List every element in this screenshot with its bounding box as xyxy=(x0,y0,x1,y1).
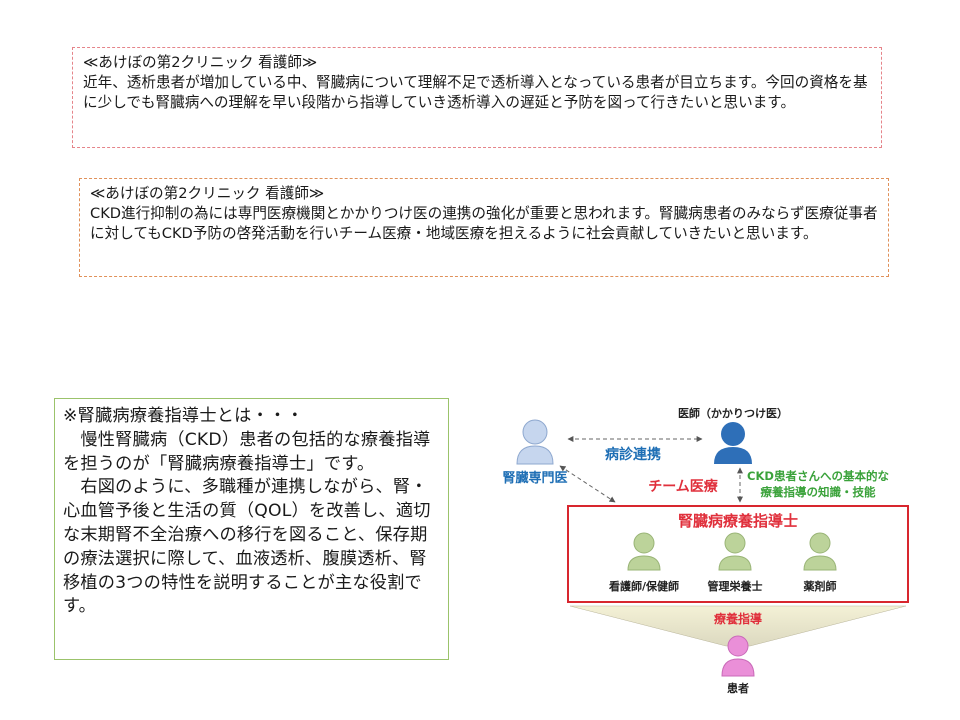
comment-heading: ≪あけぼの第2クリニック 看護師≫ xyxy=(90,185,325,202)
collab-label: 病診連携 xyxy=(605,446,661,463)
member-nurse-label: 看護師/保健師 xyxy=(609,579,679,593)
definition-box: ※腎臓病療養指導士とは・・・ 慢性腎臓病（CKD）患者の包括的な療養指導を担うの… xyxy=(54,398,449,660)
dietitian-person-icon xyxy=(718,532,752,571)
definition-paragraph-1: 慢性腎臓病（CKD）患者の包括的な療養指導を担うのが「腎臓病療養指導士」です。 xyxy=(63,429,431,474)
definition-title: ※腎臓病療養指導士とは・・・ xyxy=(63,406,304,426)
nurse-comment-box-1: ≪あけぼの第2クリニック 看護師≫ 近年、透析患者が増加している中、腎臓病につい… xyxy=(72,47,882,148)
definition-paragraph-2: 右図のように、多職種が連携しながら、腎・心血管予後と生活の質（QOL）を改善し、… xyxy=(63,477,431,617)
specialist-box-arrow xyxy=(559,465,616,503)
support-label-line2: 療養指導の知識・技能 xyxy=(761,485,876,499)
guidance-label: 療養指導 xyxy=(714,611,762,626)
comment-body: 近年、透析患者が増加している中、腎臓病について理解不足で透析導入となっている患者… xyxy=(83,74,868,111)
instructor-box xyxy=(567,505,909,603)
patient-label: 患者 xyxy=(727,681,749,695)
specialist-person-icon xyxy=(516,419,554,465)
gp-person-icon xyxy=(714,422,752,464)
pharmacist-person-icon xyxy=(803,532,837,571)
patient-person-icon xyxy=(721,635,755,677)
comment-body: CKD進行抑制の為には専門医療機関とかかりつけ医の連携の強化が重要と思われます。… xyxy=(90,205,878,242)
team-care-diagram: 腎臓専門医 医師（かかりつけ医） 病診連携 チーム医療 CKD患者さんへの基本的… xyxy=(502,406,909,695)
guidance-funnel xyxy=(569,605,907,647)
support-label-line1: CKD患者さんへの基本的な xyxy=(747,469,889,483)
nurse-person-icon xyxy=(627,532,661,571)
team-care-label: チーム医療 xyxy=(648,478,719,495)
specialist-label: 腎臓専門医 xyxy=(502,470,567,486)
nurse-comment-box-2: ≪あけぼの第2クリニック 看護師≫ CKD進行抑制の為には専門医療機関とかかりつ… xyxy=(79,178,889,277)
instructor-box-title: 腎臓病療養指導士 xyxy=(678,512,798,530)
comment-heading: ≪あけぼの第2クリニック 看護師≫ xyxy=(83,54,318,71)
gp-label: 医師（かかりつけ医） xyxy=(678,406,788,420)
member-dietitian-label: 管理栄養士 xyxy=(708,579,763,593)
member-pharmacist-label: 薬剤師 xyxy=(804,579,837,593)
